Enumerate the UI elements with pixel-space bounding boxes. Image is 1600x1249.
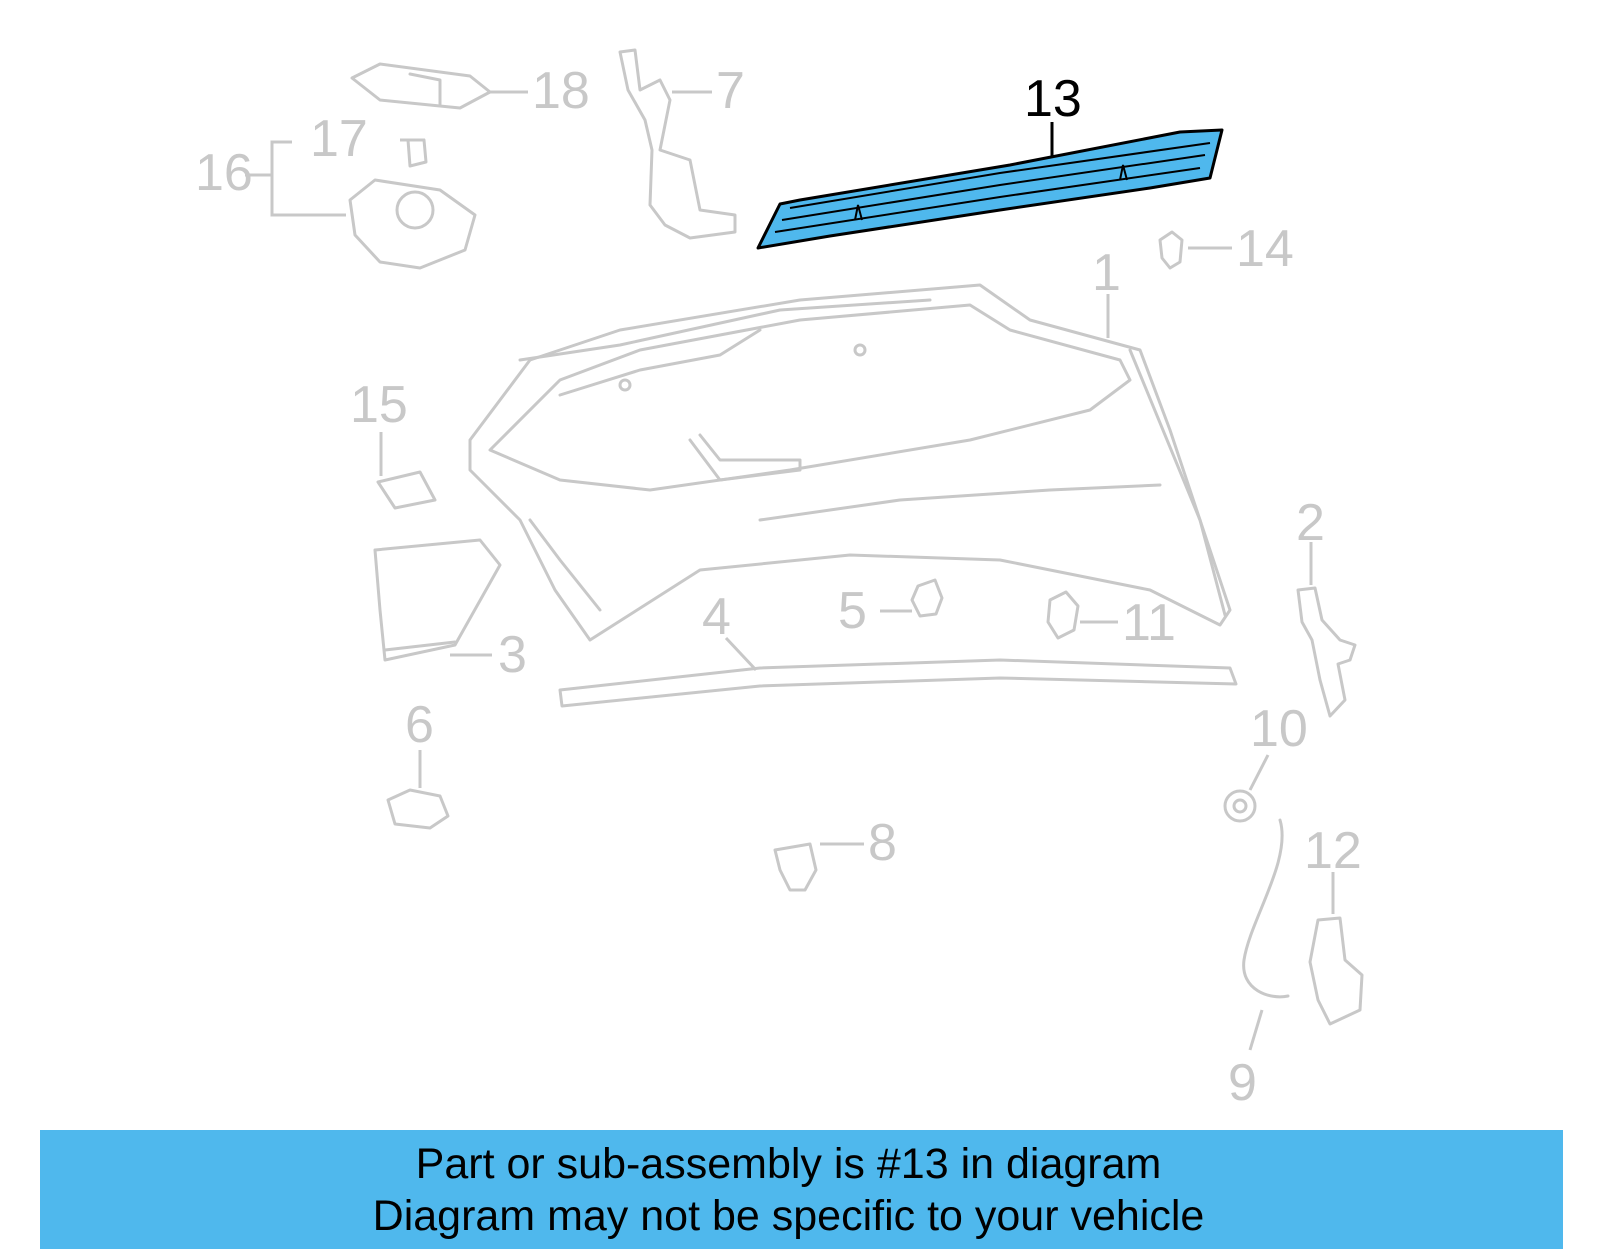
callout-6: 6 — [405, 696, 434, 754]
part-13-trim-panel[interactable] — [756, 128, 1224, 250]
part-5-bumper[interactable] — [910, 578, 944, 618]
part-7-latch[interactable] — [618, 48, 737, 240]
leader-9 — [1248, 1009, 1264, 1051]
callout-1: 1 — [1092, 244, 1121, 302]
leader-lines — [245, 90, 1335, 1051]
part-15-pad[interactable] — [376, 470, 437, 510]
part-18-bracket[interactable] — [350, 62, 492, 110]
callout-12: 12 — [1304, 822, 1362, 880]
callout-14: 14 — [1236, 220, 1294, 278]
callout-7: 7 — [716, 62, 745, 120]
part-4-weatherstrip[interactable] — [558, 658, 1238, 708]
part-1-trunk-lid[interactable] — [468, 283, 1232, 642]
leader-16 — [245, 140, 346, 217]
info-banner: Part or sub-assembly is #13 in diagram D… — [40, 1130, 1563, 1249]
part-10-grommet[interactable] — [1223, 789, 1257, 823]
part-17-bulb[interactable] — [406, 138, 428, 168]
part-16-lamp[interactable] — [348, 178, 477, 270]
part-12-latch[interactable] — [1308, 916, 1364, 1026]
part-8-clip[interactable] — [773, 842, 818, 892]
callout-2: 2 — [1296, 494, 1325, 552]
part-3-bracket[interactable] — [373, 538, 502, 662]
callout-3: 3 — [498, 626, 527, 684]
part-9-cable[interactable] — [1242, 818, 1290, 999]
part-2-hinge[interactable] — [1296, 586, 1357, 718]
callout-5: 5 — [838, 582, 867, 640]
callout-labels: 1 2 3 4 5 6 7 8 9 10 11 12 13 14 15 16 1… — [195, 62, 1362, 1112]
callout-10: 10 — [1250, 700, 1308, 758]
callout-4: 4 — [702, 588, 731, 646]
callout-11: 11 — [1122, 594, 1176, 652]
callout-15: 15 — [350, 376, 408, 434]
banner-line-disclaimer: Diagram may not be specific to your vehi… — [372, 1191, 1205, 1240]
callout-18: 18 — [532, 62, 590, 120]
leader-4 — [724, 636, 758, 672]
leader-10 — [1248, 754, 1270, 791]
callout-16: 16 — [195, 144, 253, 202]
banner-line-part: Part or sub-assembly is #13 in diagram — [415, 1139, 1162, 1188]
callout-8: 8 — [868, 814, 897, 872]
part-6-bumper[interactable] — [386, 788, 450, 830]
callout-9: 9 — [1228, 1054, 1257, 1112]
part-11-clip[interactable] — [1046, 590, 1080, 640]
callout-17: 17 — [310, 110, 368, 168]
callout-13: 13 — [1024, 70, 1082, 128]
part-14-clip[interactable] — [1158, 230, 1184, 270]
